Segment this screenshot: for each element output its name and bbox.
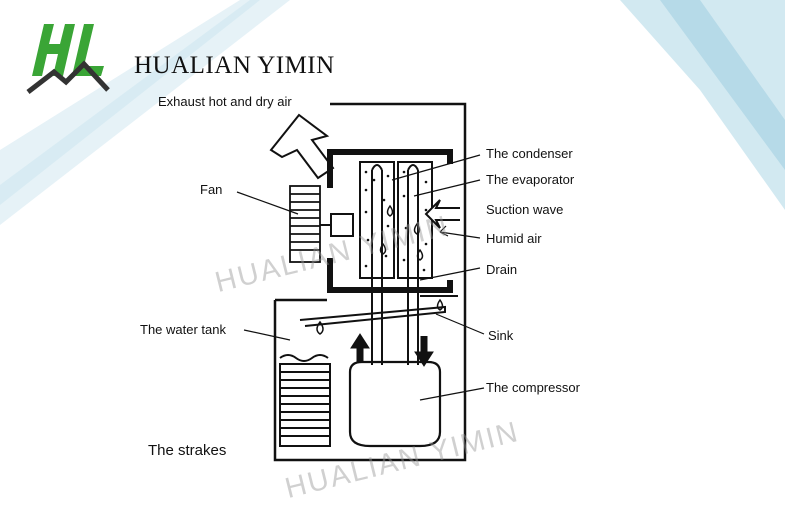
- condenser-label: The condenser: [486, 146, 573, 161]
- sink-tray: [299, 305, 446, 327]
- leader-lines: [236, 154, 485, 401]
- brand-logo: HUALIAN YIMIN: [22, 14, 352, 94]
- compressor-label: The compressor: [486, 380, 580, 395]
- humid-air-label: Humid air: [486, 231, 542, 246]
- air-duct: [327, 149, 453, 188]
- water-tank: [279, 354, 331, 447]
- suction-arrow-icon: [424, 199, 460, 229]
- hl-mountain-logo-icon: [26, 24, 110, 94]
- coil-texture: [364, 170, 428, 272]
- condenser-coil: [359, 161, 395, 279]
- flow-up-arrow-icon: [350, 333, 370, 362]
- evaporator-label: The evaporator: [486, 172, 575, 187]
- sink-label: Sink: [488, 328, 514, 343]
- flow-down-arrow-icon: [414, 336, 434, 367]
- droplet-icon: [386, 204, 394, 217]
- compressor: [348, 360, 442, 448]
- water-tank-label: The water tank: [140, 322, 226, 337]
- exhaust-label: Exhaust hot and dry air: [158, 94, 292, 109]
- brand-name: HUALIAN YIMIN: [134, 52, 335, 79]
- exhaust-arrow-icon: [269, 113, 335, 180]
- fan-label: Fan: [200, 182, 223, 197]
- drain-label: Drain: [486, 262, 518, 277]
- suction-wave-label: Suction wave: [486, 202, 564, 217]
- housing-outline: [273, 102, 467, 462]
- strakes-label: The strakes: [148, 442, 227, 459]
